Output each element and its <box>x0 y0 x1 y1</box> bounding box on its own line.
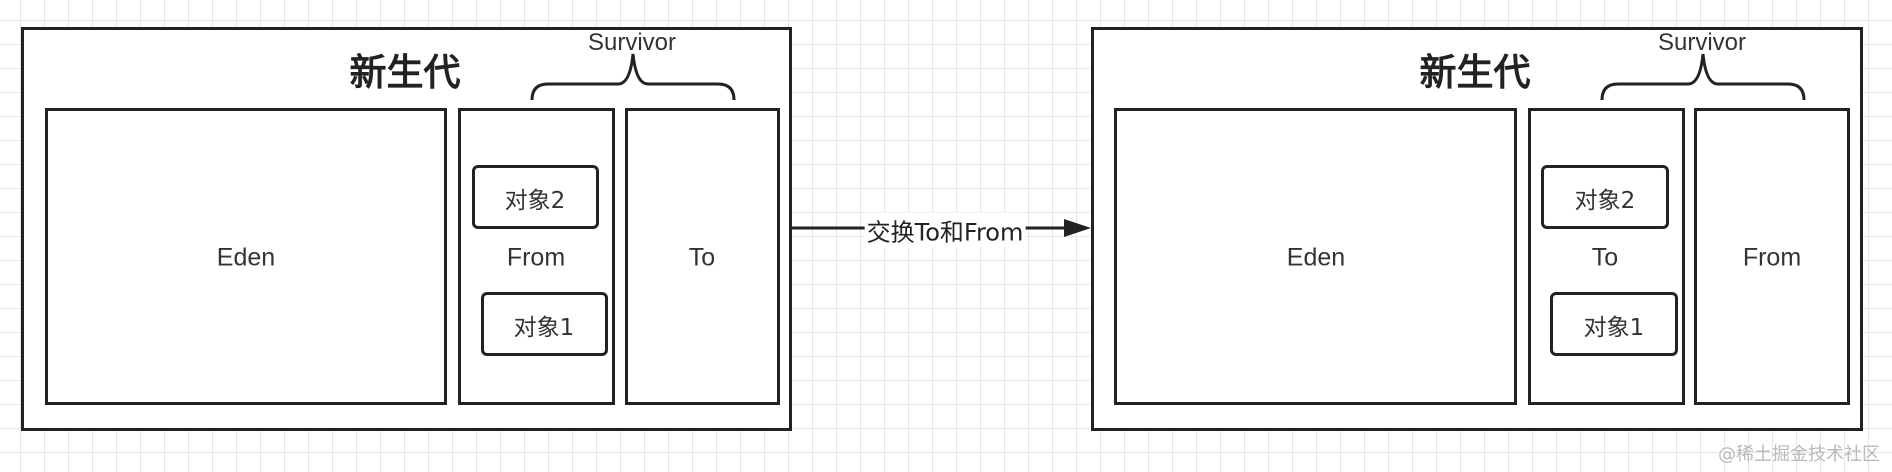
survivor-to-label-right: To <box>1591 243 1619 272</box>
young-generation-title-right: 新生代 <box>1419 51 1531 94</box>
survivor-label-left: Survivor <box>587 29 677 56</box>
eden-label-left: Eden <box>216 243 276 272</box>
eden-label-right: Eden <box>1286 243 1346 272</box>
eden-region-left <box>45 108 447 405</box>
survivor-brace-left <box>530 53 736 101</box>
survivor-from-label-right: From <box>1742 243 1802 272</box>
swap-arrow-label: 交换To和From <box>864 212 1026 248</box>
survivor-to-label-left: To <box>688 243 716 272</box>
survivor-region-to-left <box>625 108 780 405</box>
arrowhead-icon <box>1064 219 1091 237</box>
survivor-brace-right <box>1600 53 1806 101</box>
object-1-box-right <box>1550 292 1678 356</box>
object-2-box-left <box>472 165 599 229</box>
young-generation-title-left: 新生代 <box>349 51 461 94</box>
object-2-label-right: 对象2 <box>1574 188 1636 214</box>
watermark: @稀土掘金技术社区 <box>1718 444 1880 465</box>
eden-region-right <box>1114 108 1517 405</box>
object-1-label-left: 对象1 <box>513 315 575 341</box>
survivor-label-right: Survivor <box>1657 29 1747 56</box>
survivor-region-from-right <box>1694 108 1850 405</box>
object-1-label-right: 对象1 <box>1583 315 1645 341</box>
object-1-box-left <box>481 292 608 356</box>
survivor-from-label-left: From <box>506 243 566 272</box>
object-2-box-right <box>1541 165 1669 229</box>
object-2-label-left: 对象2 <box>504 188 566 214</box>
